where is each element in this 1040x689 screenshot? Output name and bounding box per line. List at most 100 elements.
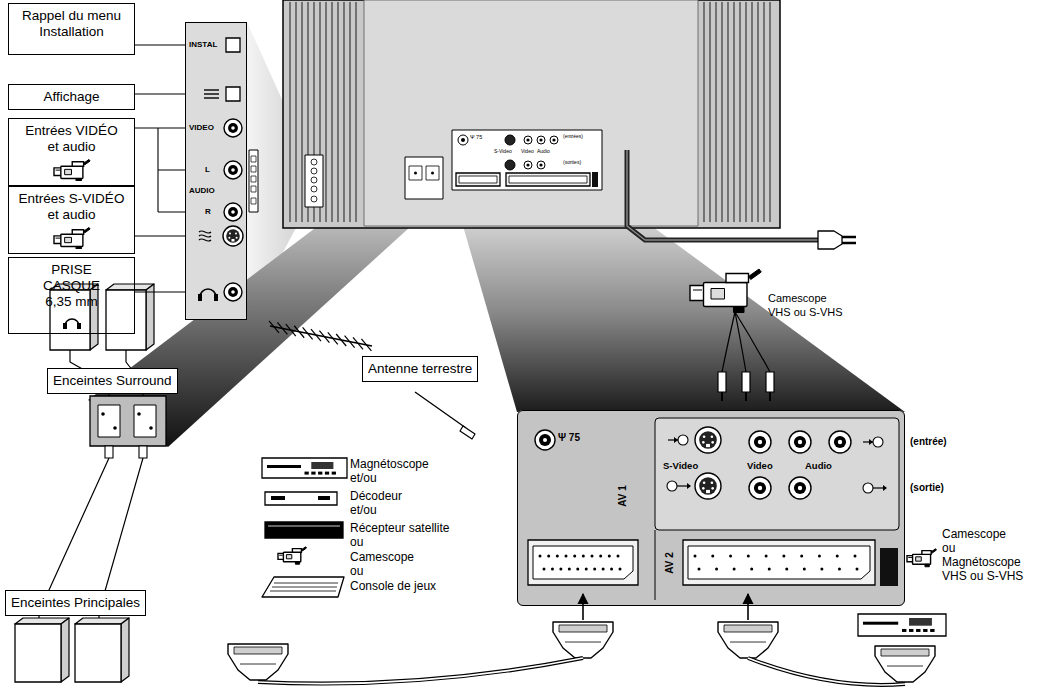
box-label: Antenne terrestre [368,361,472,377]
scart-plug-contacts [881,649,929,656]
s-video-key [232,239,235,242]
io-symbol [869,439,873,445]
vcr-button [930,629,934,632]
speaker-port [426,166,439,180]
satellite-detail [268,526,340,527]
camcorder-body [60,167,82,179]
io-symbol [687,483,691,489]
headphone-cup [63,323,67,329]
scart-tab [880,548,898,586]
decoder-body [265,492,337,505]
power-cord [627,150,818,240]
s-video-jack-core [226,229,240,243]
io-symbol [883,485,887,491]
side-panel-edge-jack [251,156,256,162]
speaker-front [106,290,146,350]
scart-pin [556,555,559,558]
antenna-jack [535,430,555,450]
leader-line [135,127,185,128]
rca-jack-pin [798,486,802,490]
camcorder-body [704,283,748,307]
s-video-pin [711,441,714,444]
s-video-key [706,444,710,447]
box-label: Affichage [14,89,129,105]
vcr-button [325,472,329,475]
s-video-jack-core [699,477,717,495]
camcorder-grip [925,564,929,566]
vent-rib [769,2,770,222]
camcorder-icon [52,157,92,181]
camcorder-icon [278,547,307,564]
scart-tab [592,172,598,187]
scart-pin [765,555,768,558]
camcorder-body [913,554,931,564]
callout-box: Affichage [8,84,135,110]
headphone-icon [61,313,83,329]
scart-pin [559,568,562,571]
camcorder-detail [693,290,702,291]
camcorder-detail [55,238,60,239]
side-jack [311,196,317,202]
callout-label: Camescope [942,528,1006,542]
rca-jack [749,477,771,499]
scart-pin [539,555,542,558]
console-keys [274,583,338,584]
socket-pin [137,412,141,416]
display-symbol [204,89,219,90]
scart-pin [836,555,839,558]
scart-shroud [509,176,587,183]
rca-jack [224,283,242,301]
callout-label: ou [942,542,955,556]
rca-jack-core [228,165,238,175]
install-button [226,38,240,52]
camcorder-icon [54,228,90,250]
callout-box: Rappel du menu Installation [8,3,135,55]
vent-rib [343,2,344,222]
vent-rib [301,2,302,222]
leader-line [135,93,185,94]
callout-box: Entrées S-VIDÉO et audio [8,186,135,254]
headphone-symbol [214,294,218,301]
tv-back-panel [364,0,698,226]
scart-pin [608,555,611,558]
s-video-pin [703,481,706,484]
display-button [226,87,240,101]
power-cord-highlight [627,150,818,240]
vcr-display [909,618,932,626]
vcr-button [916,629,920,632]
s-video-pin [702,441,705,444]
vent-rib [721,2,722,222]
rca-jack [224,119,242,137]
s-video-jack [505,160,515,170]
headphone-symbol [200,289,216,297]
camcorder-body [60,235,82,247]
camcorder-detail [279,555,283,556]
side-panel-edge-jack [251,176,256,182]
camcorder-grip [76,179,81,182]
s-video-jack [223,226,243,246]
panel-label: L [205,166,210,174]
decoder-detail [271,496,285,500]
side-jack [311,168,317,174]
panel-divider [655,530,656,600]
av-cable [722,312,735,372]
rca-plug-tip [745,392,747,401]
s-video-jack-core [699,431,717,449]
scart-pin [782,555,785,558]
camcorder-cassette [64,170,71,175]
vcr-button [305,472,309,475]
scart-plug-body [228,644,288,680]
av-cable [735,312,770,372]
speaker-side [146,284,154,350]
game-console [262,577,344,597]
s-video-pin [235,233,237,235]
rca-jack-pin [838,440,842,444]
rca-jack [224,203,242,221]
antenna-plug [460,426,475,439]
antenna-drawing [269,321,372,351]
side-jack [311,186,317,192]
camcorder-grip [734,307,745,313]
rca-jack [524,136,532,144]
box-label: Enceintes Principales [11,595,140,611]
speaker-port [409,166,422,180]
